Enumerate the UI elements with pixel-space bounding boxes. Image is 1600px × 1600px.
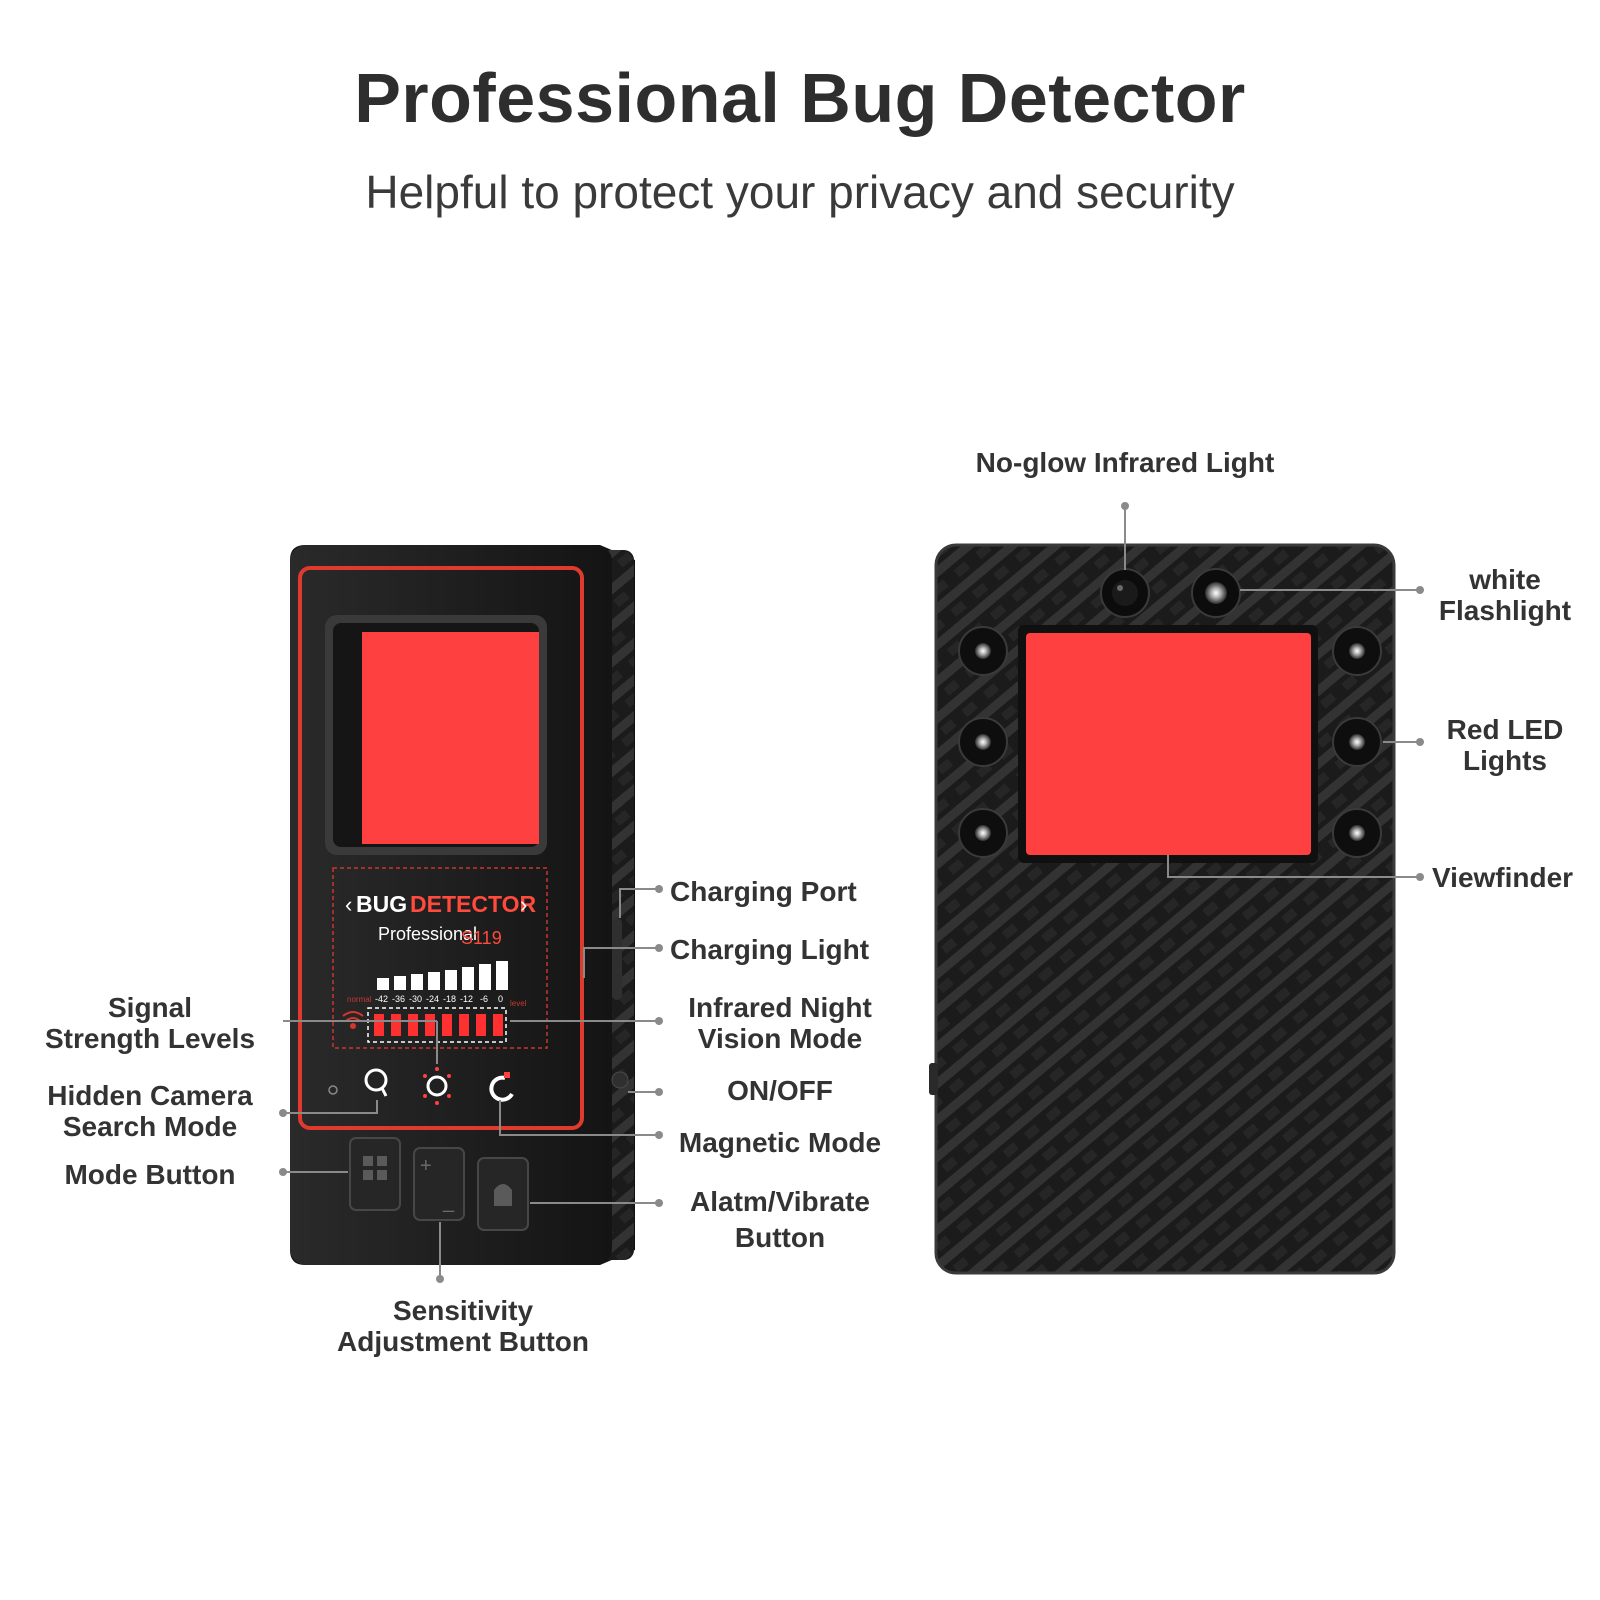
label-charging-light: Charging Light: [670, 934, 870, 965]
signal-bars: [377, 961, 508, 990]
svg-text:›: ›: [520, 892, 527, 917]
svg-text:0: 0: [498, 994, 503, 1004]
label-no-glow-infrared: No-glow Infrared Light: [975, 447, 1275, 478]
bell-icon: [494, 1184, 512, 1206]
label-viewfinder: Viewfinder: [1432, 862, 1574, 893]
label-on-off: ON/OFF: [727, 1075, 833, 1106]
model-prefix: Professional: [378, 924, 477, 944]
front-viewfinder-red: [362, 632, 539, 844]
svg-text:-42: -42: [375, 994, 388, 1004]
svg-text:-12: -12: [460, 994, 473, 1004]
white-flashlight-led: [1191, 568, 1241, 618]
back-viewfinder: [1026, 633, 1311, 855]
infrared-mode-icon: [423, 1067, 451, 1105]
brand-left: BUG: [356, 891, 407, 917]
magnet-icon: [489, 1072, 514, 1102]
power-button[interactable]: [611, 1071, 629, 1089]
svg-text:_: _: [442, 1191, 455, 1213]
svg-text:-18: -18: [443, 994, 456, 1004]
charging-port: [612, 918, 622, 1000]
mode-button[interactable]: [349, 1137, 401, 1211]
search-icon: [364, 1068, 388, 1097]
brand-right: DETECTOR: [410, 891, 536, 917]
svg-text:normal: normal: [347, 995, 372, 1004]
red-led-lights: [958, 626, 1382, 858]
device-back: [929, 543, 1396, 1275]
callout-lines: [279, 502, 1424, 1283]
device-front: BUG DETECTOR ‹ › Professional S119 norma…: [290, 545, 635, 1265]
no-glow-infrared-lens: [1100, 568, 1150, 618]
sensitivity-button[interactable]: + _: [413, 1147, 465, 1221]
signal-led-row: [374, 1014, 503, 1036]
page-title: Professional Bug Detector: [354, 59, 1246, 137]
label-magnetic-mode: Magnetic Mode: [678, 1127, 882, 1158]
svg-text:level: level: [510, 999, 527, 1008]
alarm-vibrate-button[interactable]: [477, 1157, 529, 1231]
svg-text:+: +: [420, 1155, 432, 1177]
svg-text:-24: -24: [426, 994, 439, 1004]
level-scale: normal -42 -36 -30 -24 -18 -12 -6 0 leve…: [347, 994, 527, 1008]
model-number: S119: [461, 928, 502, 948]
svg-text:-30: -30: [409, 994, 422, 1004]
svg-text:‹: ‹: [345, 892, 352, 917]
page-subtitle: Helpful to protect your privacy and secu…: [365, 166, 1235, 218]
label-mode-button: Mode Button: [64, 1159, 236, 1190]
label-charging-port: Charging Port: [670, 876, 857, 907]
svg-text:-36: -36: [392, 994, 405, 1004]
svg-text:-6: -6: [480, 994, 488, 1004]
